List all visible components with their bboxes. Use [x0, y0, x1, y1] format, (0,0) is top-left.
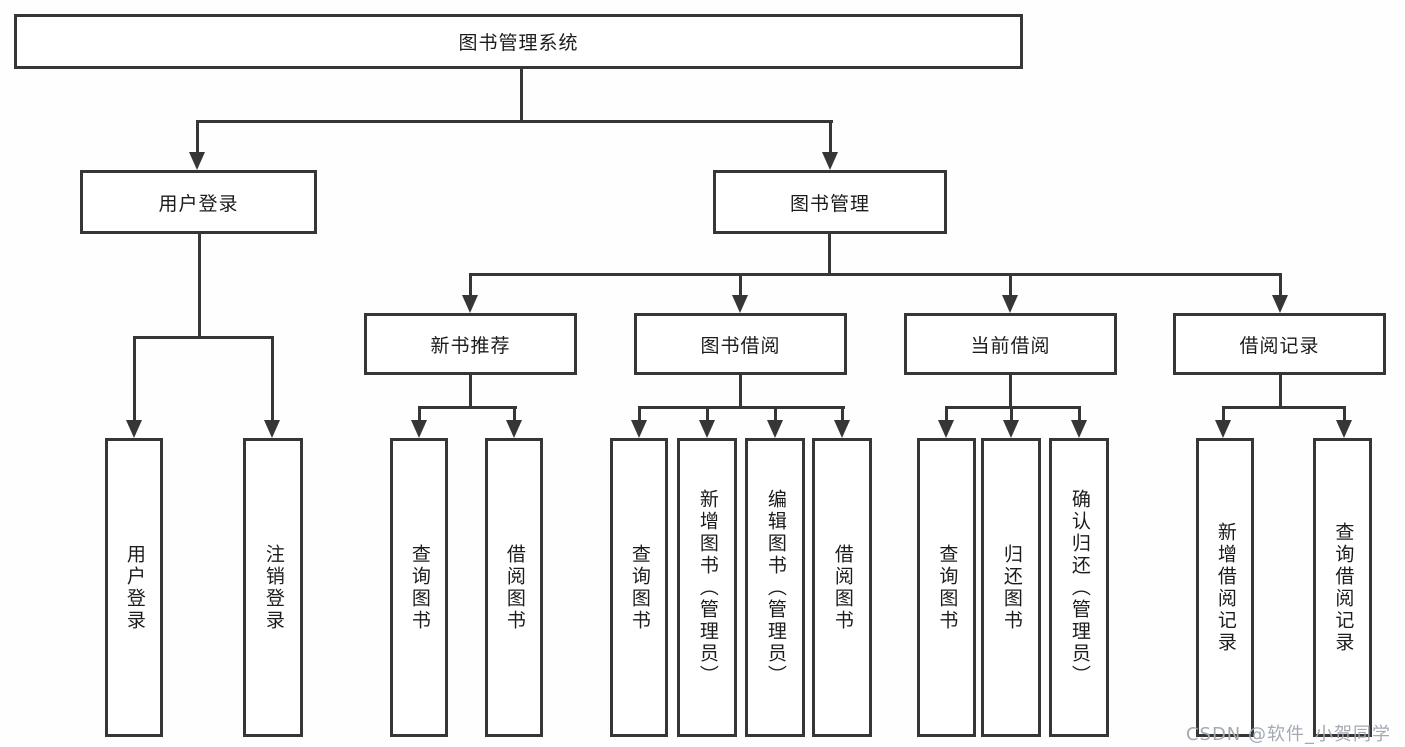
node-label: 图书管理系统: [458, 32, 579, 54]
arrowhead-leaf-edit-book: [767, 420, 783, 438]
leaf-return-book: 归还图书: [981, 438, 1041, 737]
arrowhead-leaf-add-book: [699, 420, 715, 438]
connector-current-borrow-crossbar: [945, 406, 1081, 409]
connector-leaf-shaft: [944, 406, 948, 421]
arrowhead-leaf-query-book-current: [938, 420, 954, 438]
connector-book-borrow-crossbar: [638, 406, 845, 409]
node-borrow-record: 借阅记录: [1173, 313, 1386, 375]
connector-leaf-logout-shaft: [270, 336, 274, 421]
arrowhead-leaf-query-book-rec: [411, 420, 427, 438]
leaf-query-borrow-record: 查询借阅记录: [1313, 438, 1372, 737]
connector-leaf-shaft: [512, 406, 516, 421]
connector-root-crossbar: [196, 120, 833, 123]
leaf-label: 新增图书（管理员）: [696, 488, 719, 687]
leaf-label: 查询借阅记录: [1332, 521, 1355, 654]
node-label: 图书借阅: [700, 334, 781, 357]
connector-leaf-shaft: [417, 406, 421, 421]
node-label: 当前借阅: [970, 334, 1051, 357]
node-current-borrow: 当前借阅: [904, 313, 1117, 375]
leaf-label: 用户登录: [123, 543, 146, 632]
connector-new-book-stem: [469, 375, 472, 406]
connector-borrow-record-shaft: [1278, 273, 1282, 296]
connector-book-borrow-shaft: [738, 273, 742, 296]
connector-leaf-shaft: [773, 406, 777, 421]
leaf-query-book-recommend: 查询图书: [390, 438, 448, 737]
leaf-label: 归还图书: [1000, 543, 1023, 632]
leaf-query-book-current: 查询图书: [917, 438, 976, 737]
connector-leaf-shaft: [840, 406, 844, 421]
connector-book-management-stem: [827, 234, 831, 273]
connector-leaf-shaft: [705, 406, 709, 421]
connector-user-login-stem: [197, 234, 201, 336]
leaf-borrow-book-recommend: 借阅图书: [485, 438, 543, 737]
arrowhead-leaf-user-login: [126, 420, 142, 438]
connector-book-management-shaft: [828, 120, 832, 153]
node-label: 用户登录: [158, 192, 239, 215]
leaf-add-book-admin: 新增图书（管理员）: [677, 438, 737, 737]
arrowhead-book-management: [822, 152, 838, 170]
connector-borrow-record-stem: [1278, 375, 1282, 406]
connector-root-stem: [519, 69, 523, 120]
connector-user-login-crossbar: [133, 336, 274, 339]
arrowhead-leaf-query-book-borrow: [631, 420, 647, 438]
node-label: 借阅记录: [1239, 334, 1320, 357]
arrowhead-user-login: [189, 152, 205, 170]
connector-leaf-user-login-shaft: [132, 336, 136, 421]
leaf-label: 注销登录: [262, 543, 285, 632]
arrowhead-current-borrow: [1002, 295, 1018, 313]
node-new-book-recommend: 新书推荐: [364, 313, 577, 375]
leaf-logout: 注销登录: [243, 438, 303, 737]
leaf-label: 查询图书: [628, 543, 651, 632]
leaf-edit-book-admin: 编辑图书（管理员）: [745, 438, 805, 737]
connector-leaf-shaft: [637, 406, 641, 421]
connector-new-book-shaft: [468, 273, 472, 296]
leaf-user-login: 用户登录: [105, 438, 163, 737]
arrowhead-leaf-confirm-return: [1071, 420, 1087, 438]
arrowhead-leaf-borrow-book-rec: [506, 420, 522, 438]
arrowhead-leaf-query-borrow-record: [1336, 420, 1352, 438]
connector-current-borrow-stem: [1009, 375, 1012, 406]
arrowhead-book-borrow: [732, 295, 748, 313]
connector-current-borrow-shaft: [1008, 273, 1012, 296]
arrowhead-leaf-borrow-book-borrow: [834, 420, 850, 438]
arrowhead-borrow-record: [1272, 295, 1288, 313]
leaf-label: 借阅图书: [831, 543, 854, 632]
node-label: 新书推荐: [430, 334, 511, 357]
leaf-query-book-borrow: 查询图书: [610, 438, 668, 737]
leaf-label: 新增借阅记录: [1214, 521, 1237, 654]
connector-book-borrow-stem: [739, 375, 742, 406]
node-user-login: 用户登录: [80, 170, 317, 234]
csdn-watermark: CSDN @软件_小贺同学: [1185, 724, 1391, 745]
leaf-label: 查询图书: [408, 543, 431, 632]
leaf-borrow-book-borrow: 借阅图书: [812, 438, 872, 737]
connector-leaf-shaft: [1342, 406, 1346, 421]
connector-leaf-shaft: [1221, 406, 1225, 421]
arrowhead-leaf-logout: [264, 420, 280, 438]
leaf-confirm-return-admin: 确认归还（管理员）: [1049, 438, 1109, 737]
node-book-management: 图书管理: [713, 170, 947, 234]
connector-user-login-shaft: [195, 120, 199, 153]
leaf-label: 编辑图书（管理员）: [764, 488, 787, 687]
connector-leaf-shaft: [1077, 406, 1081, 421]
leaf-add-borrow-record: 新增借阅记录: [1196, 438, 1254, 737]
connector-borrow-record-crossbar: [1222, 406, 1345, 409]
node-library-management-system: 图书管理系统: [14, 14, 1023, 69]
leaf-label: 确认归还（管理员）: [1068, 488, 1091, 687]
arrowhead-new-book-recommend: [462, 295, 478, 313]
leaf-label: 借阅图书: [503, 543, 526, 632]
connector-new-book-crossbar: [418, 406, 517, 409]
node-book-borrow: 图书借阅: [634, 313, 847, 375]
arrowhead-leaf-return-book: [1003, 420, 1019, 438]
connector-leaf-shaft: [1009, 406, 1013, 421]
node-label: 图书管理: [789, 192, 870, 215]
arrowhead-leaf-add-borrow-record: [1215, 420, 1231, 438]
connector-book-management-crossbar: [469, 273, 1282, 276]
leaf-label: 查询图书: [936, 543, 959, 632]
